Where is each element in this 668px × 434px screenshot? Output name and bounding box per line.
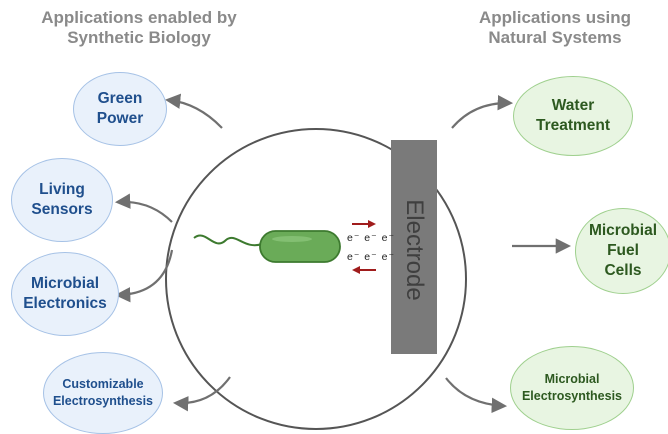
bubble-label-line: Electronics	[23, 295, 107, 312]
bubble-label-line: Fuel	[607, 242, 639, 259]
left-header-line-1: Applications enabled by	[41, 8, 237, 27]
bubble-label-line: Microbial	[544, 372, 600, 386]
bubble-label-line: Sensors	[31, 201, 93, 218]
bubble-label-line: Microbial	[588, 222, 658, 239]
bacterium-body	[259, 230, 341, 263]
bubble-label-line: Power	[96, 110, 144, 127]
bubble-label-line: Cells	[604, 262, 642, 279]
bubble-microbial-electronics: Microbial Electronics	[11, 252, 119, 336]
right-header-line-2: Natural Systems	[488, 28, 622, 47]
bubble-microbial-fuel-cells: Microbial Fuel Cells	[575, 208, 668, 294]
bubble-living-sensors: Living Sensors	[11, 158, 113, 242]
left-header-line-2: Synthetic Biology	[67, 28, 211, 47]
bubble-microbial-electrosynthesis: Microbial Electrosynthesis	[510, 346, 634, 430]
left-header: Applications enabled by Synthetic Biolog…	[0, 8, 278, 48]
electron-label-top: e⁻ e⁻ e⁻	[347, 232, 395, 244]
electrode-label: Electrode	[401, 199, 428, 301]
bubble-label-line: Customizable	[62, 377, 144, 391]
bubble-label-line: Water	[551, 97, 595, 114]
bubble-label-line: Electrosynthesis	[52, 394, 154, 408]
bubble-customizable-electrosynthesis: Customizable Electrosynthesis	[43, 352, 163, 434]
right-header-line-1: Applications using	[478, 8, 632, 27]
bubble-green-power: Green Power	[73, 72, 167, 146]
arrow-to-microbial-electronics	[114, 249, 174, 303]
bubble-water-treatment: Water Treatment	[513, 76, 633, 156]
right-header: Applications using Natural Systems	[440, 8, 668, 48]
arrow-to-microbial-electrosynthesis	[445, 377, 508, 414]
bubble-label-line: Microbial	[30, 275, 100, 292]
bubble-label-line: Living	[39, 181, 85, 198]
electron-arrow-right	[352, 220, 376, 228]
arrow-to-green-power	[164, 93, 223, 129]
arrow-to-water-treatment	[451, 94, 514, 129]
arrow-to-living-sensors	[114, 193, 173, 223]
bacterium-highlight	[272, 236, 312, 242]
bubble-label-line: Electrosynthesis	[521, 389, 623, 403]
electron-arrow-left	[352, 266, 376, 274]
arrow-to-customizable-electrosynthesis	[172, 376, 231, 412]
bubble-label-line: Treatment	[535, 117, 611, 134]
bubble-label-line: Green	[97, 90, 143, 107]
electron-label-bottom: e⁻ e⁻ e⁻	[347, 251, 395, 263]
flagellum	[193, 234, 263, 247]
electrode-bar	[391, 140, 437, 354]
